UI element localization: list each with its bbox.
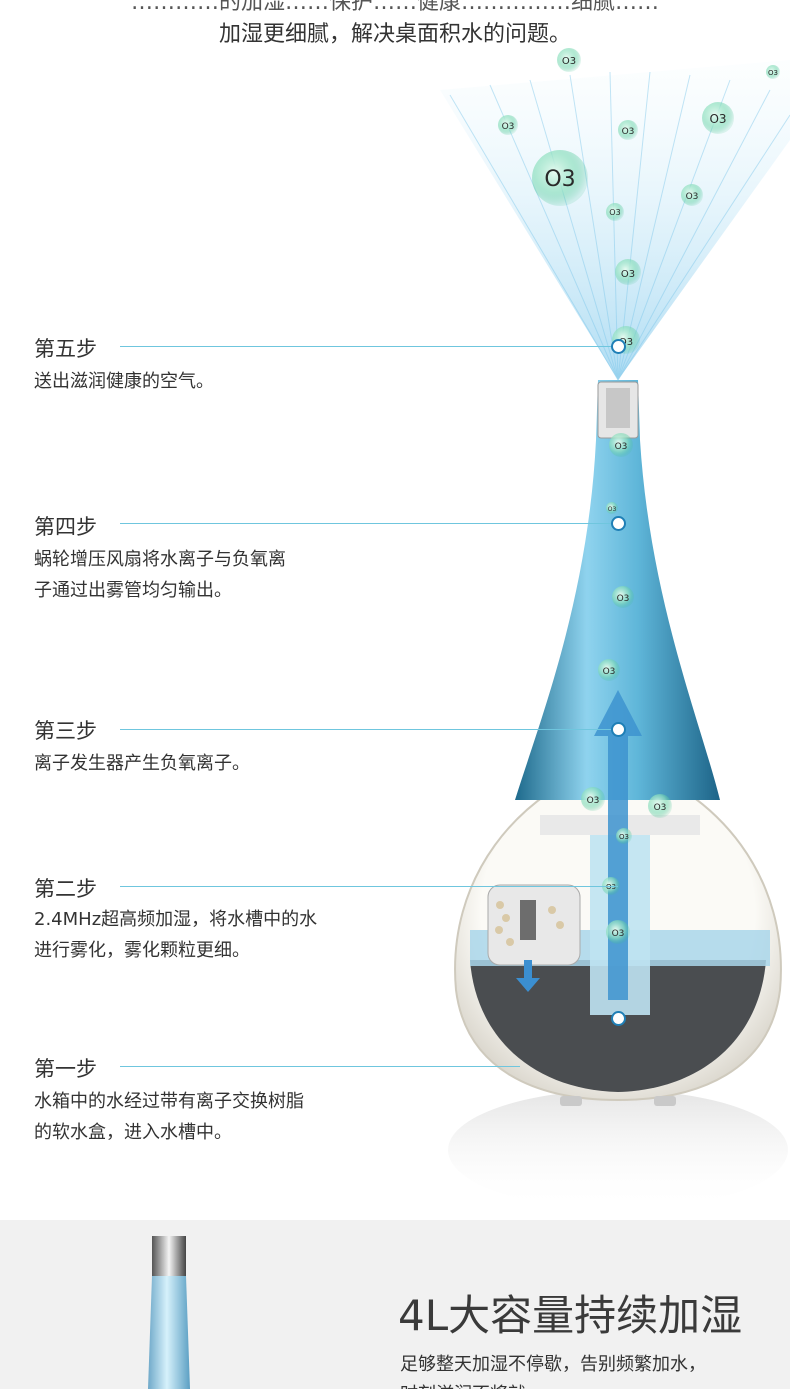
step-5-leader [120,346,618,347]
svg-text:O3: O3 [686,192,699,202]
svg-text:O3: O3 [502,122,515,132]
svg-text:O3: O3 [619,833,629,841]
humidifier-pole-image [148,1236,190,1389]
shell [454,758,782,1102]
svg-text:O3: O3 [617,594,630,604]
capacity-title: 4L大容量持续加湿 [398,1291,743,1340]
capacity-desc-line-2: 时刻滋润不将就 [400,1380,526,1389]
nozzle [597,381,639,439]
cutaway [470,960,766,1092]
step-3-desc-line: 离子发生器产生负氧离子。 [34,753,250,774]
step-5-marker [611,339,626,354]
capacity-section: 4L大容量持续加湿 足够整天加湿不停歇，告别频繁加水， 时刻滋润不将就 [0,1220,790,1389]
svg-text:O3: O3 [608,506,617,513]
svg-text:O3: O3 [544,167,575,192]
step-4-leader [120,523,618,524]
step-5-desc: 送出滋润健康的空气。 [34,366,374,397]
svg-text:O3: O3 [622,127,635,137]
step-5-title: 第五步 [34,337,97,361]
ozone-bubbles: O3 O3 O3 O3 O3 O3 O3 O3 O3 O3 O3 O3 O3 O… [498,48,780,944]
capacity-desc-line-1: 足够整天加湿不停歇，告别频繁加水， [400,1354,706,1375]
capacity-desc: 足够整天加湿不停歇，告别频繁加水， 时刻滋润不将就 [400,1350,760,1389]
mist-rays [449,71,790,381]
header-cut-line: …………的加湿……保护……健康……………细腻…… [130,0,659,15]
step-2-marker [611,1011,626,1026]
step-1-desc-line-2: 的软水盒，进入水槽中。 [34,1122,232,1143]
svg-text:O3: O3 [615,442,628,452]
header-line: 加湿更细腻，解决桌面积水的问题。 [218,22,571,47]
step-3-leader [120,729,618,730]
svg-text:O3: O3 [612,929,625,939]
svg-text:O3: O3 [562,56,576,67]
step-3-title: 第三步 [34,719,97,743]
step-2-leader [120,886,618,887]
step-4-marker [611,516,626,531]
step-5-desc-line: 送出滋润健康的空气。 [34,371,214,392]
step-1-title: 第一步 [34,1057,97,1081]
svg-text:O3: O3 [609,208,620,217]
step-2-title: 第二步 [34,877,97,901]
step-4-desc-line-1: 蜗轮增压风扇将水离子与负氧离 [34,549,286,570]
step-1-desc: 水箱中的水经过带有离子交换树脂 的软水盒，进入水槽中。 [34,1086,374,1148]
floor-reflection [448,1090,788,1210]
humidifier-illustration: O3 O3 O3 O3 O3 O3 O3 O3 O3 O3 O3 O3 O3 O… [440,48,790,1210]
step-4-desc-line-2: 子通过出雾管均匀输出。 [34,580,232,601]
step-3-marker [611,722,626,737]
svg-text:O3: O3 [768,69,778,77]
step-2-desc: 2.4MHz超高频加湿，将水槽中的水 进行雾化，雾化颗粒更细。 [34,904,374,966]
svg-text:O3: O3 [587,796,600,806]
mist-cone [440,60,790,380]
step-1-leader [120,1066,520,1067]
step-2-desc-line-2: 进行雾化，雾化颗粒更细。 [34,940,250,961]
svg-text:O3: O3 [621,269,635,280]
step-1-desc-line-1: 水箱中的水经过带有离子交换树脂 [34,1091,304,1112]
svg-text:O3: O3 [654,803,667,813]
step-4-desc: 蜗轮增压风扇将水离子与负氧离 子通过出雾管均匀输出。 [34,544,374,606]
step-3-desc: 离子发生器产生负氧离子。 [34,748,374,779]
step-4-title: 第四步 [34,515,97,539]
step-2-desc-line-1: 2.4MHz超高频加湿，将水槽中的水 [34,909,318,930]
svg-text:O3: O3 [603,667,616,677]
svg-text:O3: O3 [606,883,616,891]
svg-text:O3: O3 [709,112,726,126]
neck [515,380,720,800]
water-tank [487,884,581,966]
